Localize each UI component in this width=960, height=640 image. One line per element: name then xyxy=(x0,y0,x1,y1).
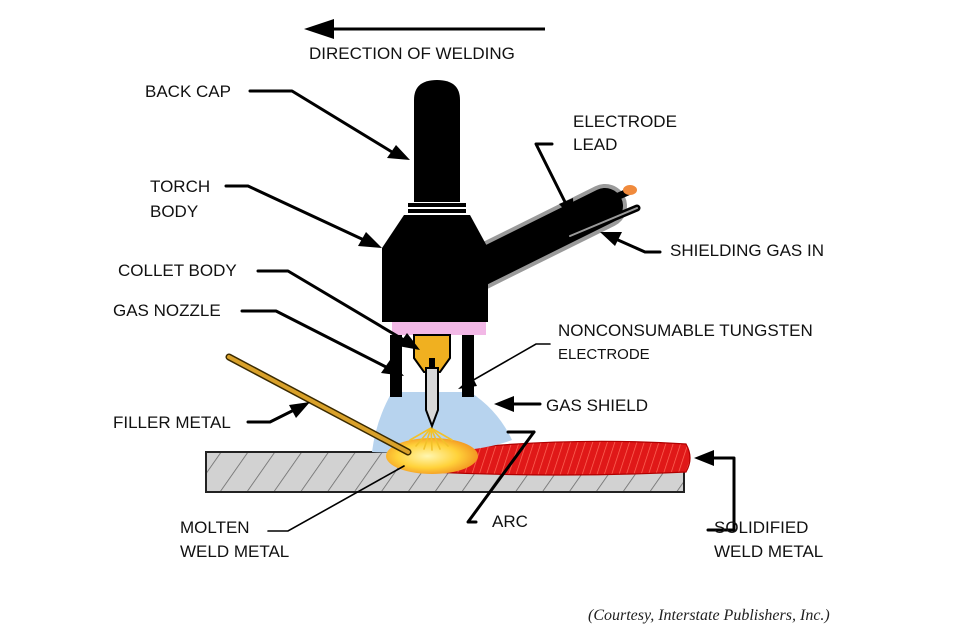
label-molten-line1: MOLTEN xyxy=(180,518,250,537)
label-gas-shield: GAS SHIELD xyxy=(546,396,648,415)
gas-shield-cloud xyxy=(372,392,512,453)
label-shielding-gas-in: SHIELDING GAS IN xyxy=(670,241,824,260)
collet-body xyxy=(392,322,486,335)
label-torch-body-line1: TORCH xyxy=(150,177,210,196)
electrode-lead-hose xyxy=(454,184,641,292)
courtesy-credit: (Courtesy, Interstate Publishers, Inc.) xyxy=(588,607,830,624)
back-cap xyxy=(414,80,460,202)
label-collet-body: COLLET BODY xyxy=(118,261,237,280)
tungsten-electrode xyxy=(425,367,439,429)
label-electrode-lead-line2: LEAD xyxy=(573,135,617,154)
collet xyxy=(413,334,451,373)
molten-weld-pool xyxy=(386,438,478,474)
label-solidified-line1: SOLIDIFIED xyxy=(714,518,808,537)
label-arc: ARC xyxy=(492,512,528,531)
solidified-weld-bead xyxy=(429,440,691,476)
lead-tip xyxy=(623,185,637,195)
label-molten-line2: WELD METAL xyxy=(180,542,289,561)
label-filler-metal: FILLER METAL xyxy=(113,413,231,432)
torch-body xyxy=(382,215,488,322)
leader-lines xyxy=(224,89,736,532)
arc-spray xyxy=(409,427,453,451)
gas-nozzle-left xyxy=(390,335,402,397)
label-back-cap: BACK CAP xyxy=(145,82,231,101)
torch xyxy=(382,80,488,429)
label-gas-nozzle: GAS NOZZLE xyxy=(113,301,221,320)
filler-metal-rod xyxy=(225,353,412,456)
direction-arrow xyxy=(304,19,545,39)
label-solidified-line2: WELD METAL xyxy=(714,542,823,561)
label-tungsten-line1: NONCONSUMABLE TUNGSTEN xyxy=(558,321,813,340)
label-torch-body-line2: BODY xyxy=(150,202,198,221)
label-electrode-lead-line1: ELECTRODE xyxy=(573,112,677,131)
label-tungsten-line2: ELECTRODE xyxy=(558,346,650,363)
label-direction-of-welding: DIRECTION OF WELDING xyxy=(309,44,515,63)
